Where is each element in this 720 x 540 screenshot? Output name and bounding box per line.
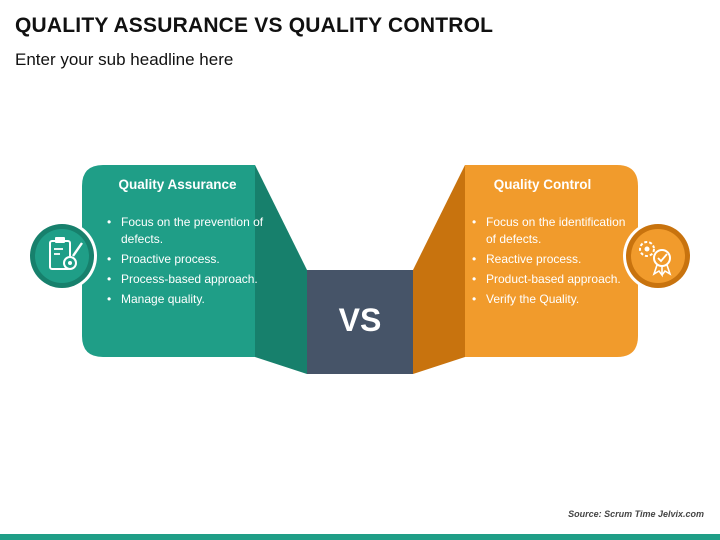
list-item: Process-based approach.	[105, 271, 265, 288]
list-item: Manage quality.	[105, 291, 265, 308]
bottom-accent-bar	[0, 534, 720, 540]
quality-assurance-list: Focus on the prevention of defects. Proa…	[105, 214, 265, 308]
quality-assurance-panel: Quality Assurance Focus on the preventio…	[105, 177, 265, 311]
vs-center-block	[307, 270, 413, 374]
list-item: Focus on the prevention of defects.	[105, 214, 265, 248]
list-item: Verify the Quality.	[470, 291, 630, 308]
list-item: Product-based approach.	[470, 271, 630, 288]
vs-label: VS	[338, 302, 382, 338]
quality-control-panel: Quality Control Focus on the identificat…	[470, 177, 630, 311]
list-item: Focus on the identification of defects.	[470, 214, 630, 248]
left-fold-panel	[255, 165, 307, 374]
page-subtitle: Enter your sub headline here	[15, 50, 234, 69]
right-fold-panel	[413, 165, 465, 374]
quality-control-heading: Quality Control	[493, 177, 592, 192]
gear-award-badge-icon	[623, 221, 693, 291]
source-citation: Source: Scrum Time Jelvix.com	[568, 509, 704, 519]
page-title: QUALITY ASSURANCE VS QUALITY CONTROL	[15, 14, 494, 37]
quality-control-list: Focus on the identification of defects. …	[470, 214, 630, 308]
list-item: Reactive process.	[470, 251, 630, 268]
list-item: Proactive process.	[105, 251, 265, 268]
clipboard-gear-icon	[27, 221, 97, 291]
quality-assurance-heading: Quality Assurance	[118, 177, 237, 192]
